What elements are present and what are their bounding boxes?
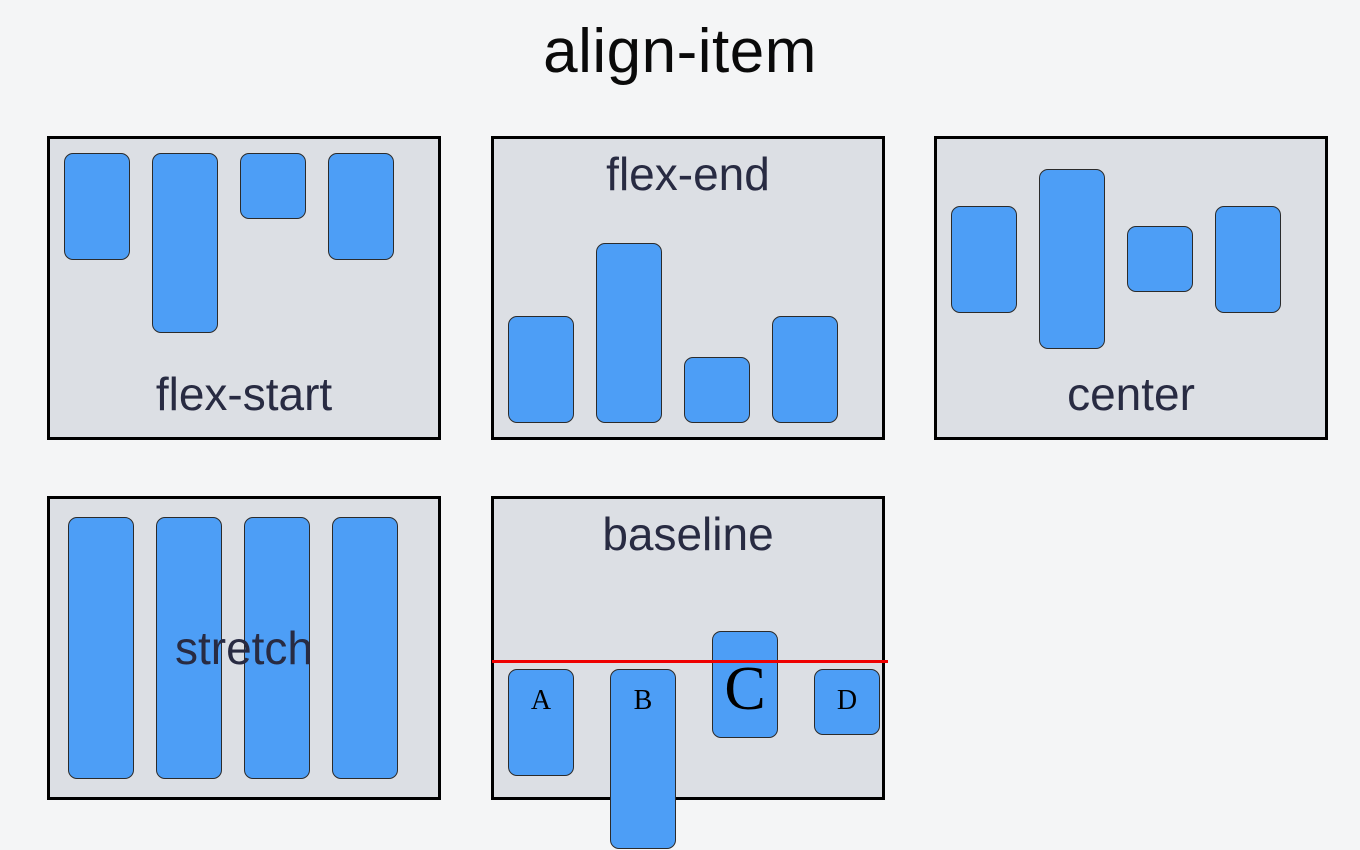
flex-item <box>1039 169 1105 349</box>
flex-item <box>68 517 134 779</box>
flex-item <box>1215 205 1281 313</box>
flex-item <box>64 153 130 260</box>
flex-item-c: C <box>712 631 778 738</box>
panel-center: center <box>934 136 1328 440</box>
panel-stretch: stretch <box>47 496 441 800</box>
panel-flex-start: flex-start <box>47 136 441 440</box>
flex-item <box>684 357 750 423</box>
flex-item-label-a: A <box>530 685 552 716</box>
flex-item-label-d: D <box>836 685 858 716</box>
flex-container-flex-start <box>50 139 438 437</box>
flex-item <box>772 316 838 423</box>
flex-item <box>240 153 306 219</box>
flex-container-stretch <box>50 499 438 797</box>
flex-container-flex-end <box>494 139 882 437</box>
flex-container-center <box>937 139 1325 437</box>
flex-item-label-c: C <box>724 655 766 723</box>
flex-item <box>508 316 574 423</box>
flex-item <box>244 517 310 779</box>
flex-item <box>1127 226 1193 292</box>
flex-item-a: A <box>508 669 574 776</box>
flex-item-label-b: B <box>633 685 653 716</box>
flex-item <box>332 517 398 779</box>
flex-item <box>152 153 218 333</box>
flex-item <box>328 153 394 260</box>
panel-flex-end: flex-end <box>491 136 885 440</box>
flex-item <box>156 517 222 779</box>
page-title: align-item <box>543 17 817 86</box>
flex-container-baseline: A B C D <box>494 499 882 849</box>
flex-item <box>596 243 662 423</box>
flex-item-d: D <box>814 669 880 735</box>
flex-item <box>951 205 1017 313</box>
panel-baseline: A B C D baseline <box>491 496 885 849</box>
flex-item-b: B <box>610 669 676 849</box>
